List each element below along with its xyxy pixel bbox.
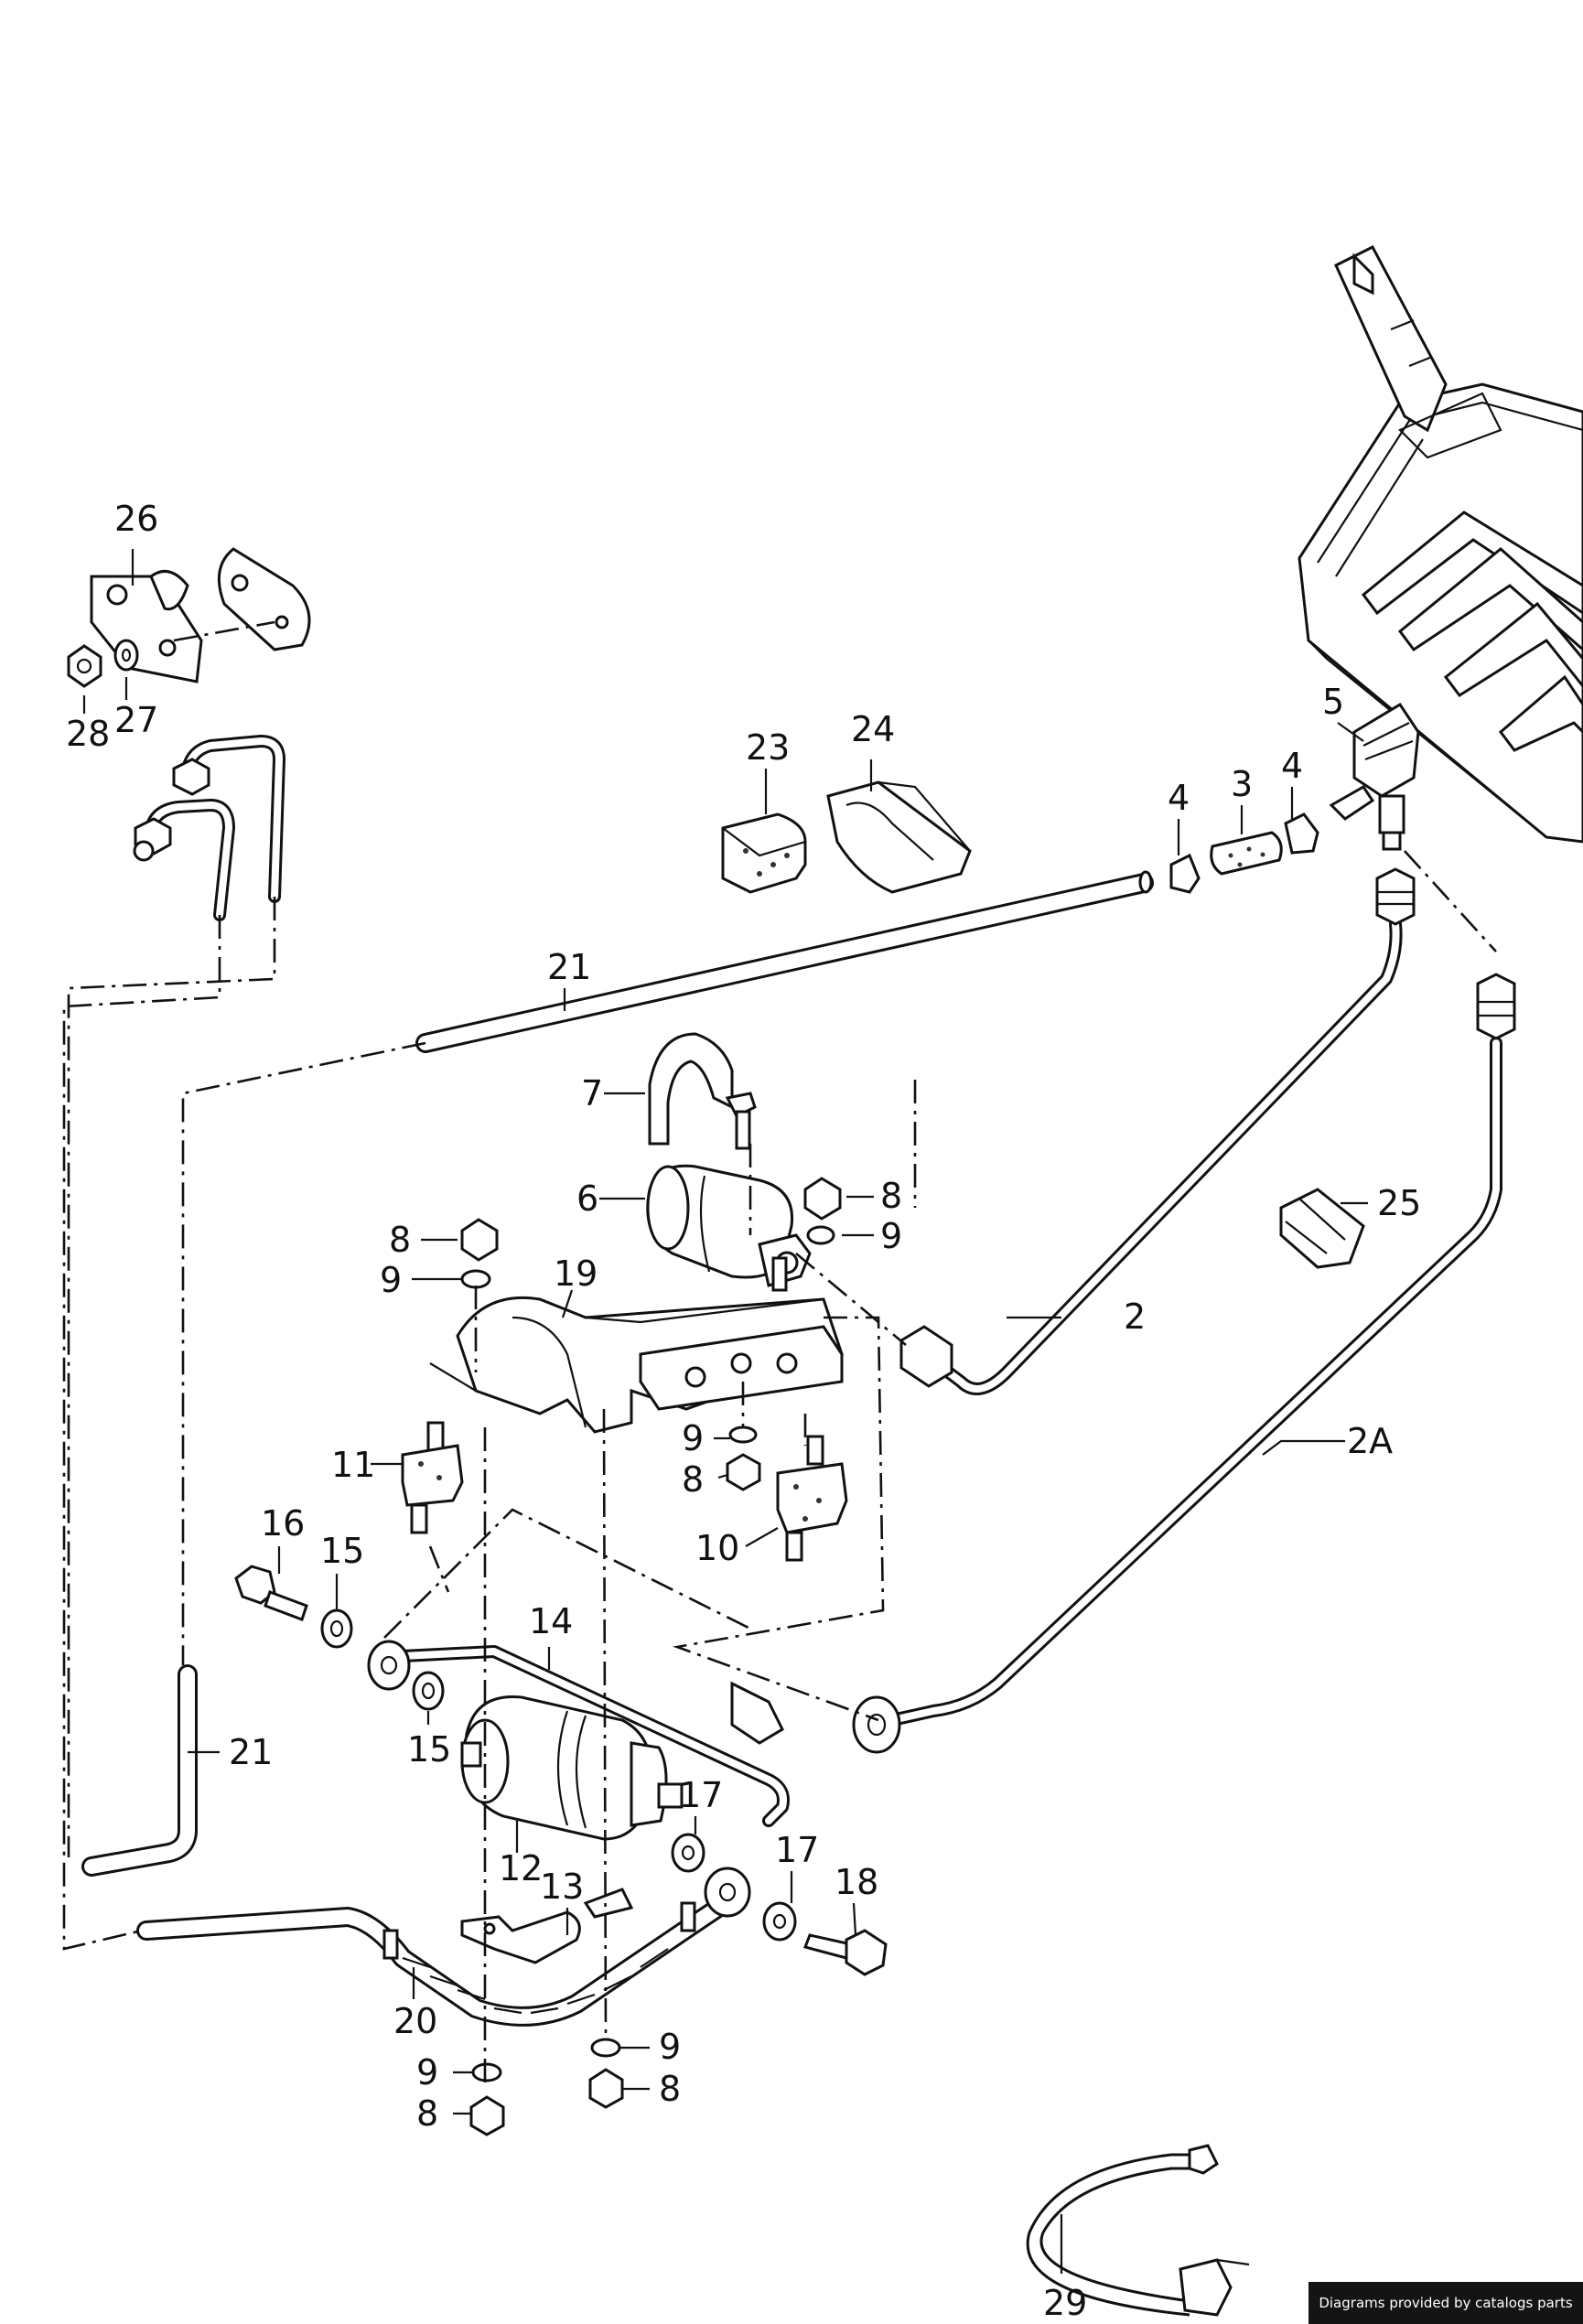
nut-8b [460,1218,499,1262]
washer-9b [460,1269,491,1289]
label-3: 3 [1231,764,1253,804]
label-9e: 9 [659,2027,681,2067]
rubber-mount-11 [401,1421,464,1534]
label-7: 7 [581,1073,603,1114]
label-19: 19 [554,1253,598,1294]
label-9c: 9 [682,1418,704,1458]
valve-5 [1329,702,1420,851]
washer-9c [728,1426,758,1444]
hose-20 [136,1867,751,2027]
label-9d: 9 [416,2052,438,2093]
label-4a: 4 [1168,778,1190,818]
label-6: 6 [576,1178,598,1219]
clamp-24 [826,780,972,894]
washer-15a [320,1609,353,1649]
clip-4b [1284,812,1319,855]
label-25: 25 [1377,1183,1421,1223]
label-23: 23 [746,727,790,768]
label-15b: 15 [407,1729,451,1770]
clip-13 [460,1888,634,1964]
washer-27 [113,639,139,672]
label-12: 12 [499,1848,543,1888]
label-17a: 17 [679,1775,723,1815]
label-29: 29 [1043,2283,1087,2323]
label-8b: 8 [389,1220,411,1260]
label-21b: 21 [229,1732,273,1772]
label-10: 10 [695,1528,739,1568]
washer-9a [806,1225,835,1245]
cable-tie-29 [1026,2144,1250,2317]
filter-3 [1210,831,1283,876]
label-15a: 15 [320,1531,364,1571]
bracket-19 [429,1296,844,1434]
hose-21-upper [415,870,1154,1053]
label-4b: 4 [1281,746,1303,786]
washer-9e [590,2038,621,2058]
washer-15b [412,1671,445,1711]
nut-8c [726,1453,761,1491]
label-8d: 8 [416,2093,438,2134]
fuel-tank [1298,245,1583,844]
label-9b: 9 [380,1260,402,1300]
label-28: 28 [66,714,110,754]
fuel-line-2 [899,867,1416,1395]
clip-4a [1169,853,1201,894]
label-20: 20 [393,2001,437,2041]
label-2: 2 [1124,1296,1146,1337]
label-26: 26 [114,499,158,539]
rubber-mount-23 [721,812,807,894]
label-8e: 8 [659,2069,681,2109]
label-9a: 9 [880,1216,902,1256]
label-2A: 2A [1347,1421,1393,1461]
assembly-lines [62,850,1497,2086]
label-27: 27 [114,700,158,740]
label-8a: 8 [880,1176,902,1216]
label-5: 5 [1322,682,1344,722]
clip-25 [1279,1188,1365,1269]
nut-8d [469,2095,505,2136]
label-16: 16 [261,1503,305,1544]
label-11: 11 [331,1445,375,1485]
nut-8a [803,1177,842,1221]
rubber-mount-10 [776,1435,848,1562]
washer-9d [471,2062,502,2082]
washer-17b [762,1901,797,1942]
bracket-7 [648,1032,757,1150]
pipe-14 [367,1640,790,1827]
vent-pipes [133,735,285,921]
bolt-16 [234,1565,308,1621]
label-8c: 8 [682,1459,704,1500]
bolt-18 [803,1929,888,1976]
fuel-line-2A [852,973,1516,1754]
washer-17a [671,1833,705,1873]
nut-8e [588,2068,624,2109]
hose-21-lower [81,1664,198,1877]
label-14: 14 [529,1601,573,1641]
label-18: 18 [835,1862,878,1902]
nut-28 [67,644,102,688]
callout-labels: 26 28 27 23 24 5 4 3 4 21 7 6 8 9 8 9 19… [66,499,1421,2323]
credit-footer: Diagrams provided by catalogs parts [1308,2282,1583,2324]
accumulator-6 [646,1164,812,1292]
label-21a: 21 [547,947,591,987]
label-24: 24 [851,709,895,749]
label-13: 13 [540,1867,584,1907]
leader-lines [82,549,1368,2274]
label-17b: 17 [775,1830,819,1870]
